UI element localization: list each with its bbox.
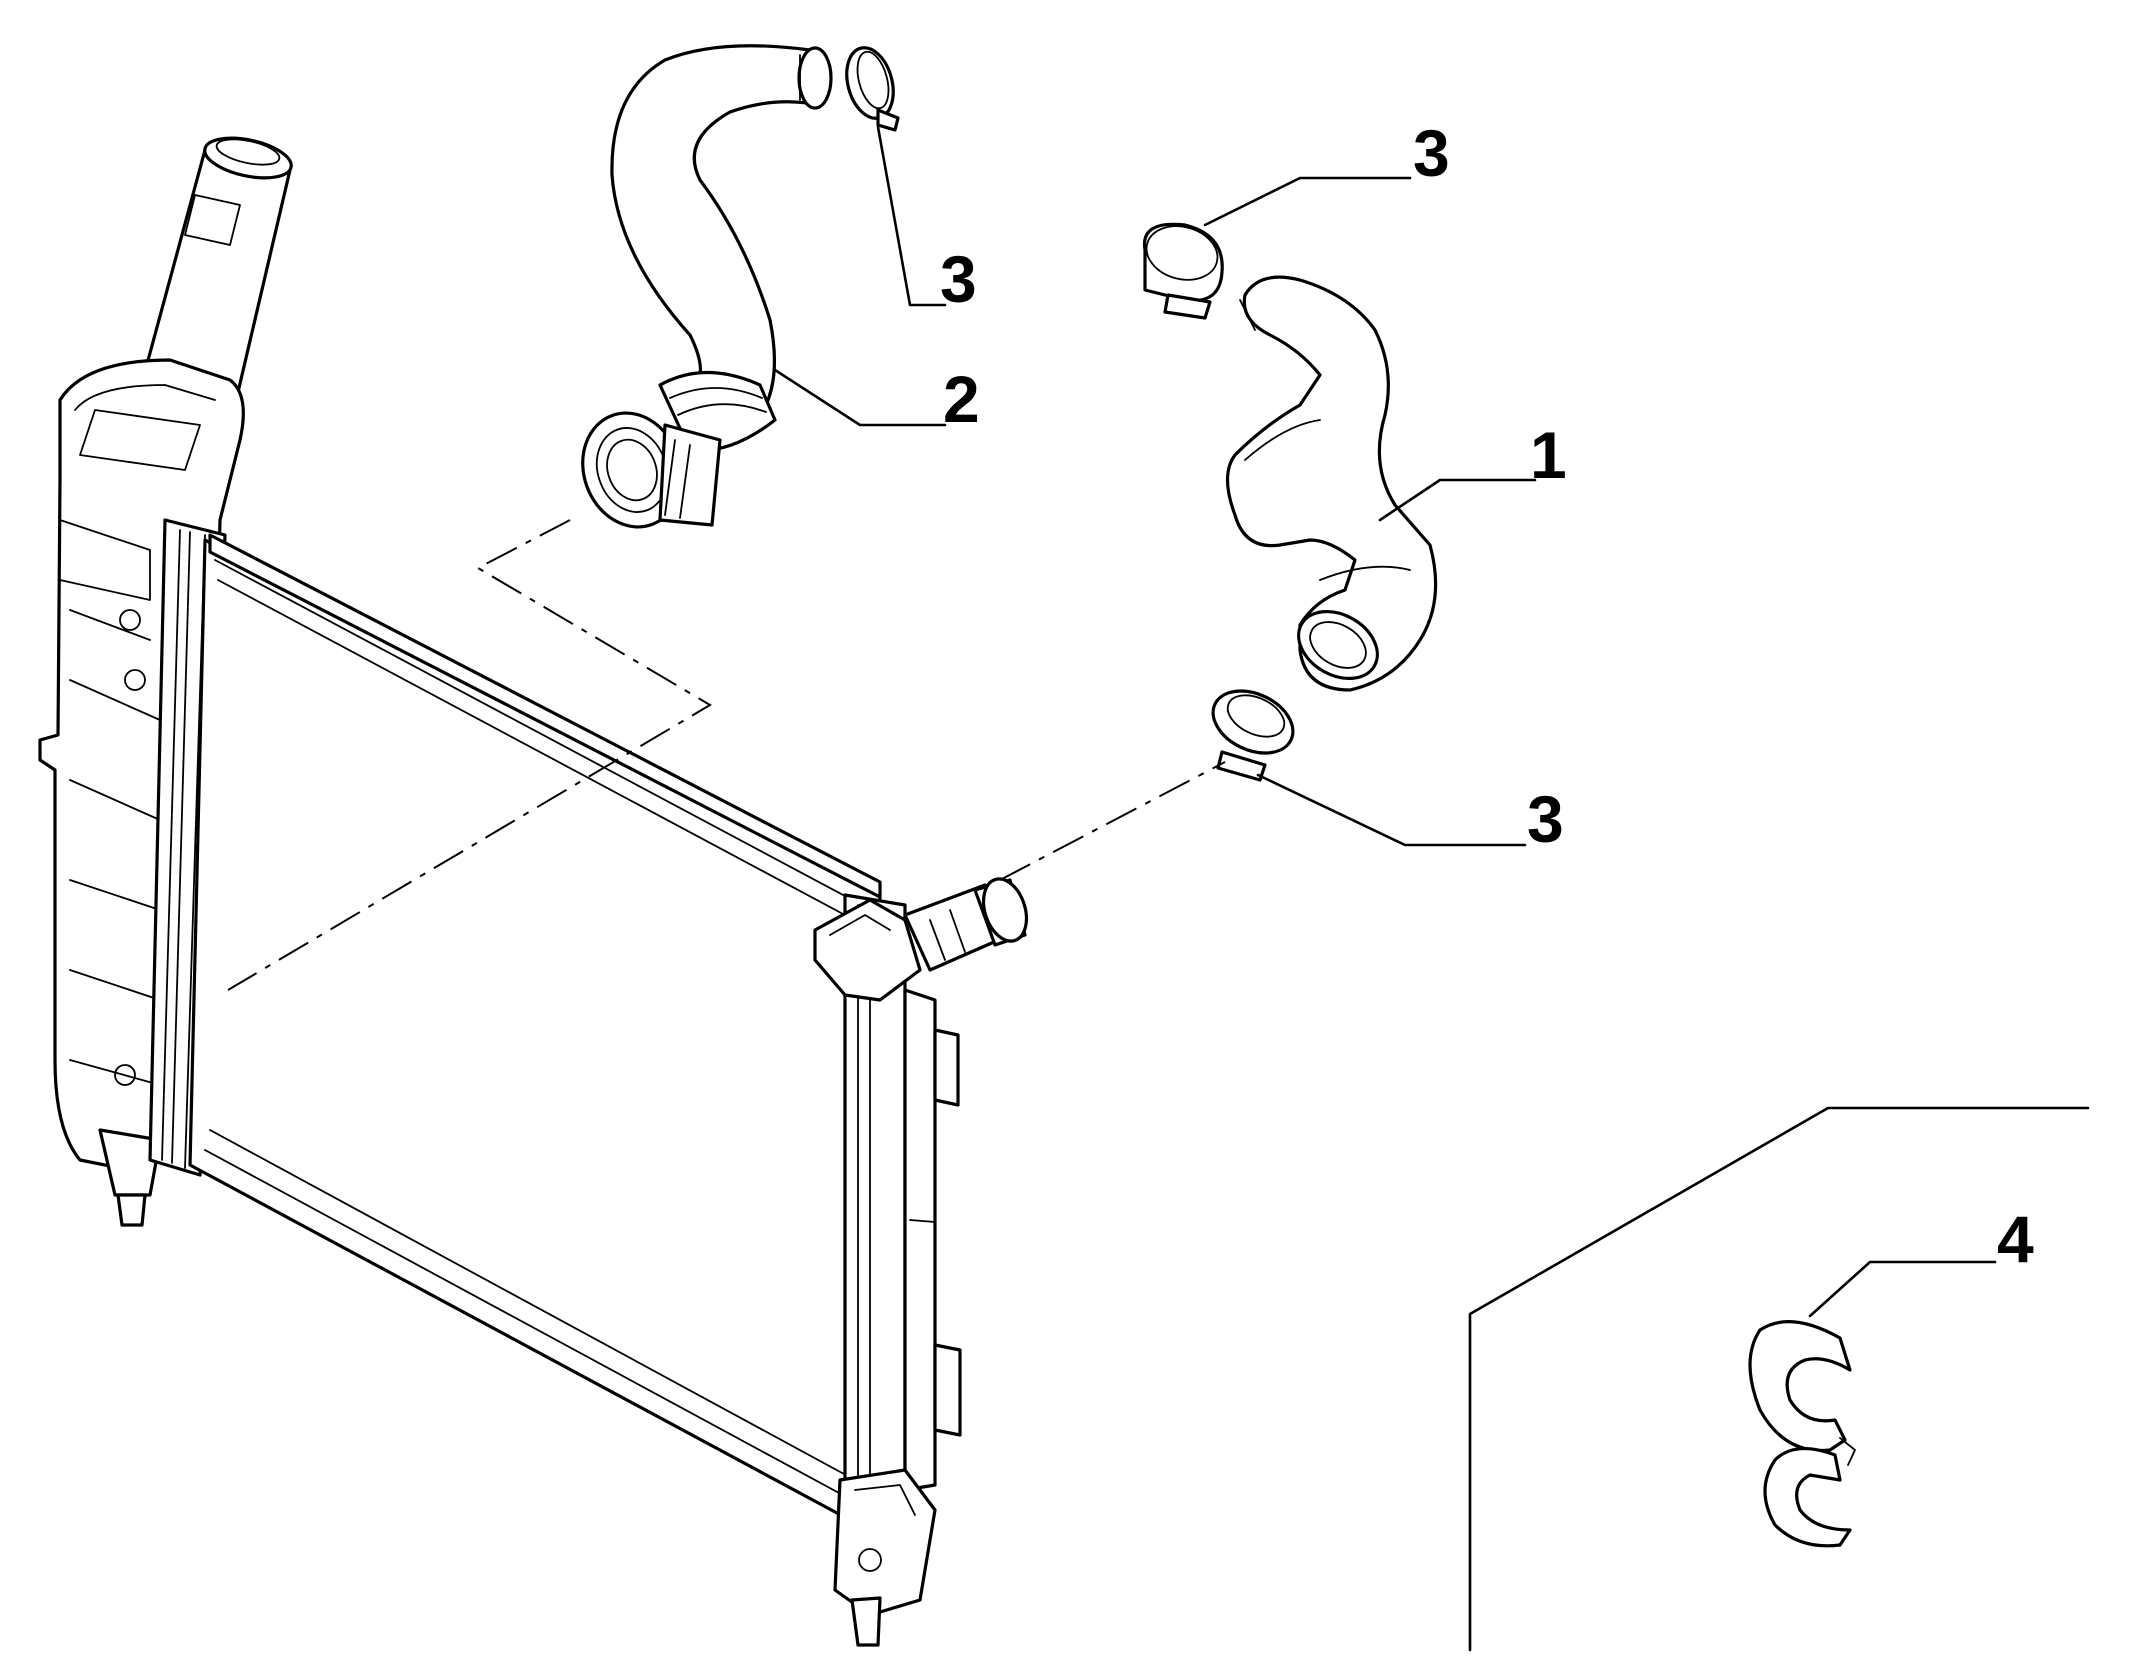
clamp-top-right	[1142, 222, 1224, 320]
clip-detail	[1748, 1320, 1856, 1548]
bottom-right-mount	[833, 1468, 937, 1647]
callout-numbers: 3 2 3 1 3 4	[940, 116, 2034, 1276]
detail-frame	[1468, 1106, 2090, 1652]
callout-upper-hose: 2	[943, 362, 980, 436]
leader-lines	[773, 125, 1997, 1318]
callout-lower-hose: 1	[1530, 418, 1567, 492]
radiator-assembly	[38, 136, 1029, 1647]
right-side-tank	[843, 893, 962, 1522]
filler-neck	[138, 136, 293, 407]
radiator-core	[188, 533, 882, 1522]
upper-hose	[581, 44, 833, 529]
callout-clamp-top-right: 3	[1413, 116, 1450, 190]
clamp-top-left	[845, 46, 900, 132]
lower-hose	[1225, 275, 1438, 692]
callout-clamp-lower: 3	[1527, 782, 1564, 856]
callout-clamp-top-left: 3	[940, 242, 977, 316]
outlet-bracket	[813, 877, 1029, 1002]
callout-clip-detail: 4	[1997, 1202, 2034, 1276]
assembly-lines	[227, 519, 1226, 991]
clamp-lower	[1211, 689, 1295, 782]
